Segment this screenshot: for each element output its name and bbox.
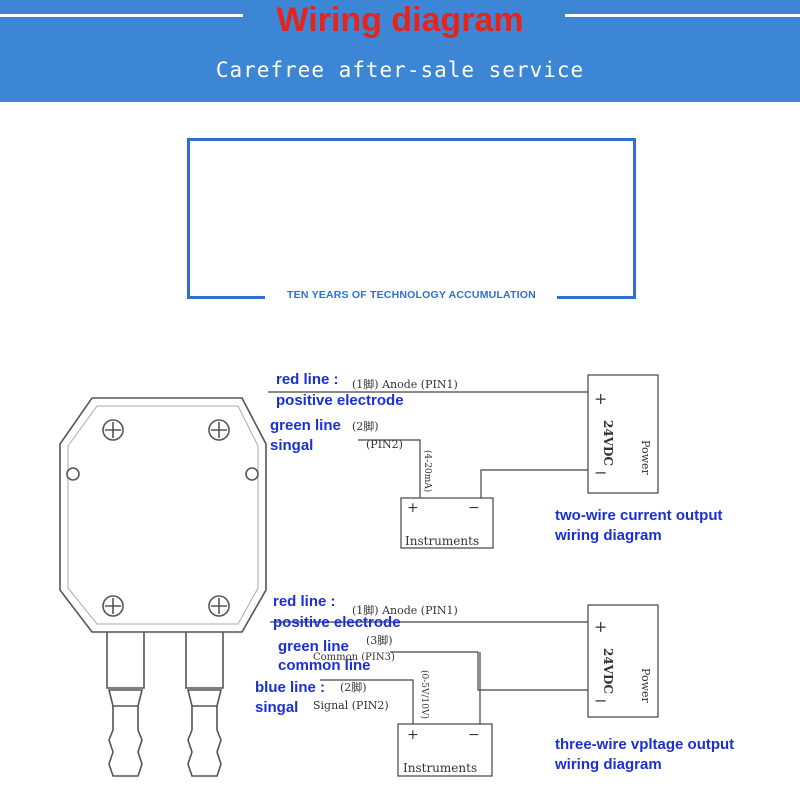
three-wire-wiring bbox=[270, 604, 659, 777]
screw-icon bbox=[102, 419, 124, 441]
two-wire-instrument-minus: − bbox=[468, 500, 480, 516]
screw-icon bbox=[208, 419, 230, 441]
three-wire-blue-line-label: blue line : bbox=[255, 679, 325, 696]
three-wire-instrument-plus: + bbox=[407, 727, 419, 743]
three-wire-power-plus: + bbox=[594, 617, 607, 636]
three-wire-red-desc: positive electrode bbox=[273, 614, 401, 631]
frame-bottom-right bbox=[557, 296, 636, 299]
two-wire-caption-1: two-wire current output bbox=[555, 507, 723, 524]
banner-rule-left bbox=[0, 14, 243, 17]
two-wire-green-pin-a: (2脚) bbox=[352, 419, 379, 433]
banner-rule-right bbox=[565, 14, 800, 17]
three-wire-caption-2: wiring diagram bbox=[554, 756, 662, 773]
pressure-nozzle-right bbox=[185, 632, 224, 777]
screw-icon bbox=[102, 595, 124, 617]
pressure-sensor-drawing bbox=[59, 397, 267, 777]
three-wire-blue-pin-b: Signal (PIN2) bbox=[313, 699, 389, 712]
three-wire-green-line-label: green line bbox=[278, 638, 349, 655]
frame-bottom-left bbox=[187, 296, 265, 299]
two-wire-power-label: Power bbox=[639, 440, 652, 476]
three-wire-blue-desc: singal bbox=[255, 699, 298, 716]
three-wire-green-desc: common line bbox=[278, 657, 371, 674]
three-wire-instrument-minus: − bbox=[468, 727, 480, 743]
two-wire-red-desc: positive electrode bbox=[276, 392, 404, 409]
three-wire-voltage-range: (0-5V/10V) bbox=[419, 670, 430, 719]
three-wire-green-pin-b: Common (PIN3) bbox=[313, 652, 395, 663]
three-wire-red-line-label: red line : bbox=[273, 593, 336, 610]
pressure-nozzle-left bbox=[106, 632, 145, 777]
two-wire-red-line-label: red line : bbox=[276, 371, 339, 388]
two-wire-red-pin: (1脚) Anode (PIN1) bbox=[352, 377, 458, 391]
frame-label: TEN YEARS OF TECHNOLOGY ACCUMULATION bbox=[287, 289, 536, 301]
two-wire-green-pin-b: (PIN2) bbox=[366, 438, 403, 451]
three-wire-caption-1: three-wire vpltage output bbox=[555, 736, 734, 753]
three-wire-power-voltage: 24VDC bbox=[601, 648, 615, 694]
three-wire-blue-pin-a: (2脚) bbox=[340, 680, 367, 694]
three-wire-power-label: Power bbox=[639, 668, 652, 704]
two-wire-green-line-label: green line bbox=[270, 417, 341, 434]
power-supply-box bbox=[587, 604, 659, 718]
instrument-box bbox=[400, 497, 494, 549]
two-wire-wiring bbox=[268, 374, 659, 549]
two-wire-caption-2: wiring diagram bbox=[554, 527, 662, 544]
page-subtitle: Carefree after-sale service bbox=[215, 58, 585, 82]
two-wire-instrument-plus: + bbox=[407, 500, 419, 516]
page-title: Wiring diagram bbox=[276, 1, 524, 39]
three-wire-instrument-label: Instruments bbox=[403, 761, 477, 775]
three-wire-green-pin-a: (3脚) bbox=[366, 633, 393, 647]
instrument-box bbox=[397, 723, 493, 777]
power-supply-box bbox=[587, 374, 659, 494]
two-wire-power-plus: + bbox=[594, 389, 607, 408]
three-wire-red-pin: (1脚) Anode (PIN1) bbox=[352, 603, 458, 617]
three-wire-power-minus: − bbox=[594, 691, 607, 710]
empty-frame bbox=[187, 138, 636, 299]
two-wire-power-minus: − bbox=[594, 463, 607, 482]
two-wire-green-desc: singal bbox=[270, 437, 313, 454]
two-wire-power-voltage: 24VDC bbox=[601, 420, 615, 466]
two-wire-instrument-label: Instruments bbox=[405, 534, 479, 548]
header-banner bbox=[0, 0, 800, 102]
two-wire-current-range: (4-20mA) bbox=[422, 450, 433, 492]
screw-icon bbox=[208, 595, 230, 617]
